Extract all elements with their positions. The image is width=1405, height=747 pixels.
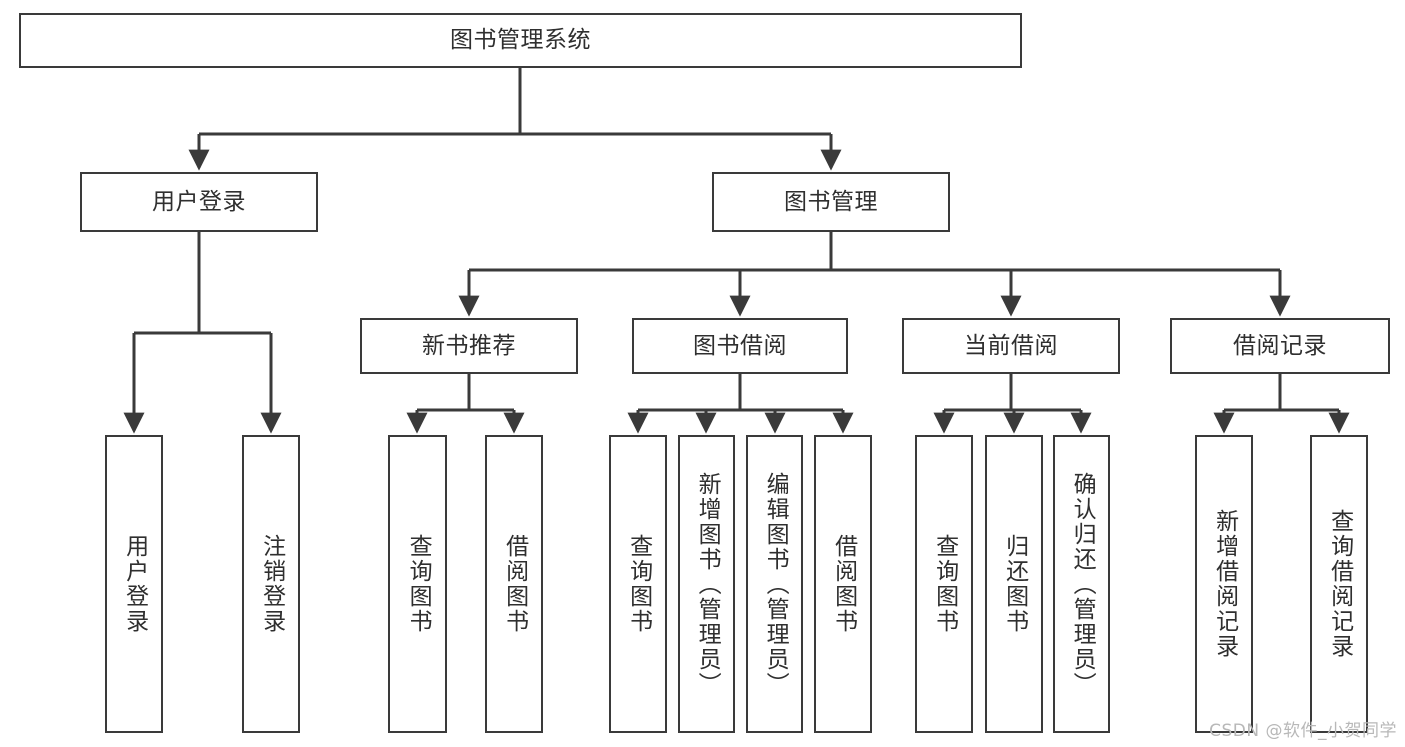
- node-leaf-add-borrow-record[interactable]: 新增借阅记录: [1195, 435, 1253, 733]
- csdn-watermark: CSDN @软件_小贺同学: [1209, 721, 1397, 741]
- node-leaf-return-book-label: 归还图书: [1001, 534, 1028, 634]
- node-leaf-add-borrow-record-label: 新增借阅记录: [1211, 509, 1238, 659]
- node-leaf-borrow-book-rec[interactable]: 借阅图书: [485, 435, 543, 733]
- node-root-label: 图书管理系统: [450, 27, 591, 54]
- node-book-manage-label: 图书管理: [784, 188, 878, 215]
- node-book-borrow-label: 图书借阅: [693, 332, 787, 359]
- node-current-borrow[interactable]: 当前借阅: [902, 318, 1120, 374]
- node-leaf-query-book-cur-label: 查询图书: [931, 534, 958, 634]
- node-leaf-edit-book-admin[interactable]: 编辑图书（管理员）: [746, 435, 803, 733]
- node-leaf-logout[interactable]: 注销登录: [242, 435, 300, 733]
- node-root[interactable]: 图书管理系统: [19, 13, 1022, 68]
- node-leaf-query-book-borrow[interactable]: 查询图书: [609, 435, 667, 733]
- node-user-login-label: 用户登录: [152, 188, 246, 215]
- node-leaf-borrow-book-rec-label: 借阅图书: [501, 534, 528, 634]
- node-leaf-add-book-admin[interactable]: 新增图书（管理员）: [678, 435, 735, 733]
- node-book-manage[interactable]: 图书管理: [712, 172, 950, 232]
- node-leaf-query-borrow-record[interactable]: 查询借阅记录: [1310, 435, 1368, 733]
- node-leaf-confirm-return-admin[interactable]: 确认归还（管理员）: [1053, 435, 1110, 733]
- node-leaf-query-borrow-record-label: 查询借阅记录: [1326, 509, 1353, 659]
- node-leaf-edit-book-admin-label: 编辑图书（管理员）: [762, 471, 789, 697]
- node-new-book-recommend[interactable]: 新书推荐: [360, 318, 578, 374]
- node-leaf-borrow-book[interactable]: 借阅图书: [814, 435, 872, 733]
- node-leaf-query-book-borrow-label: 查询图书: [625, 534, 652, 634]
- node-borrow-record-label: 借阅记录: [1233, 332, 1327, 359]
- node-leaf-query-book-cur[interactable]: 查询图书: [915, 435, 973, 733]
- node-leaf-return-book[interactable]: 归还图书: [985, 435, 1043, 733]
- node-leaf-user-login-label: 用户登录: [121, 534, 148, 634]
- node-new-book-recommend-label: 新书推荐: [422, 332, 516, 359]
- node-current-borrow-label: 当前借阅: [964, 332, 1058, 359]
- node-leaf-user-login[interactable]: 用户登录: [105, 435, 163, 733]
- node-leaf-confirm-return-admin-label: 确认归还（管理员）: [1069, 471, 1096, 697]
- node-leaf-query-book-rec-label: 查询图书: [405, 534, 432, 634]
- node-leaf-borrow-book-label: 借阅图书: [830, 534, 857, 634]
- node-leaf-logout-label: 注销登录: [258, 534, 285, 634]
- node-leaf-query-book-rec[interactable]: 查询图书: [388, 435, 447, 733]
- node-user-login[interactable]: 用户登录: [80, 172, 318, 232]
- node-leaf-add-book-admin-label: 新增图书（管理员）: [694, 471, 721, 697]
- node-borrow-record[interactable]: 借阅记录: [1170, 318, 1390, 374]
- node-book-borrow[interactable]: 图书借阅: [632, 318, 848, 374]
